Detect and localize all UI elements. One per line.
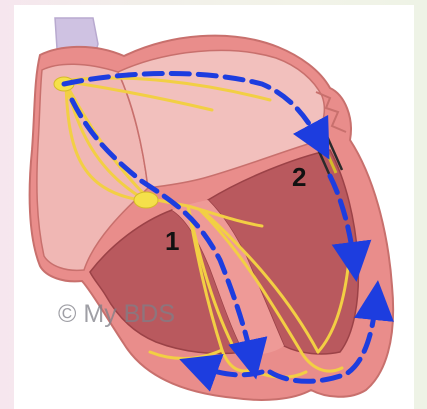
av-node bbox=[134, 192, 158, 208]
watermark-text: © My BDS bbox=[58, 300, 175, 328]
marker-2-label: 2 bbox=[292, 162, 306, 192]
marker-1-label: 1 bbox=[165, 226, 179, 256]
